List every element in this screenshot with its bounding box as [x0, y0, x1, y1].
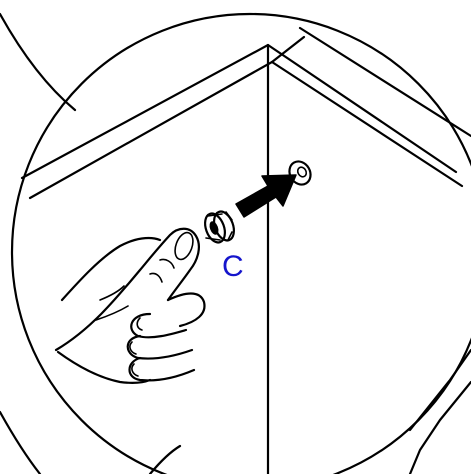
part-label: C: [222, 250, 244, 283]
arrow-right-icon: [236, 175, 296, 217]
outer-arc-top-left: [0, 14, 75, 110]
magnifier-circle: [12, 14, 471, 474]
hand-icon: [56, 229, 204, 383]
outer-arc-bottom-left: [0, 412, 40, 474]
cam-lock-icon: [201, 209, 237, 245]
panel-back-edge: [300, 28, 471, 136]
panel-top-edge: [22, 45, 456, 178]
cabinet-panels: [22, 28, 471, 474]
panel-top-edge-inner: [30, 37, 304, 198]
